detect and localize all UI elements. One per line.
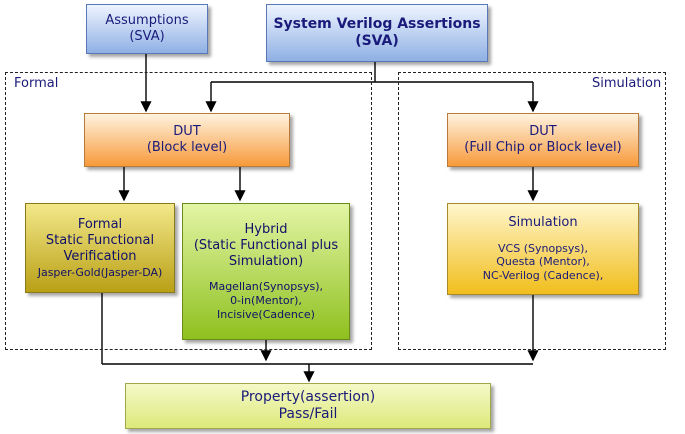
assumptions-box: Assumptions (SVA) [86, 4, 208, 54]
formal-title: Formal [77, 216, 123, 232]
simulation-tool-2: Questa (Mentor), [496, 255, 590, 269]
hybrid-line2: (Static Functional plus [193, 237, 339, 253]
hybrid-title: Hybrid [244, 221, 288, 237]
formal-region-label: Formal [14, 76, 59, 91]
formal-verification-box: Formal Static Functional Verification Ja… [25, 203, 175, 293]
dut-chip-title: DUT [529, 123, 557, 139]
dut-block-title: DUT [173, 123, 201, 139]
formal-line2: Static Functional [45, 233, 155, 248]
result-box: Property(assertion) Pass/Fail [125, 383, 491, 429]
hybrid-box: Hybrid (Static Functional plus Simulatio… [182, 203, 350, 340]
simulation-tool-3: NC-Verilog (Cadence), [482, 269, 604, 282]
sva-subtitle: (SVA) [355, 33, 399, 49]
dut-chip-subtitle: (Full Chip or Block level) [464, 140, 622, 155]
sva-title: System Verilog Assertions [273, 15, 481, 32]
result-title: Property(assertion) [240, 388, 376, 405]
result-subtitle: Pass/Fail [278, 406, 338, 422]
simulation-region [398, 72, 666, 350]
hybrid-line3: Simulation) [228, 254, 304, 269]
simulation-region-label: Simulation [592, 76, 662, 91]
dut-block-box: DUT (Block level) [84, 113, 290, 167]
formal-region [5, 72, 372, 350]
dut-block-subtitle: (Block level) [146, 140, 228, 155]
dut-chip-box: DUT (Full Chip or Block level) [447, 113, 639, 167]
simulation-box: Simulation VCS (Synopsys), Questa (Mento… [447, 203, 639, 295]
hybrid-tool-2: 0-in(Mentor), [230, 294, 302, 307]
assumptions-title: Assumptions [105, 12, 189, 28]
hybrid-tool-1: Magellan(Synopsys), [208, 280, 324, 294]
simulation-tool-1: VCS (Synopsys), [498, 241, 588, 255]
formal-tool: Jasper-Gold(Jasper-DA) [37, 265, 163, 279]
formal-line3: Verification [63, 249, 137, 265]
sva-box: System Verilog Assertions (SVA) [266, 4, 488, 62]
hybrid-tool-3: Incisive(Cadence) [217, 307, 315, 321]
assumptions-subtitle: (SVA) [129, 29, 165, 44]
simulation-title: Simulation [508, 215, 578, 231]
